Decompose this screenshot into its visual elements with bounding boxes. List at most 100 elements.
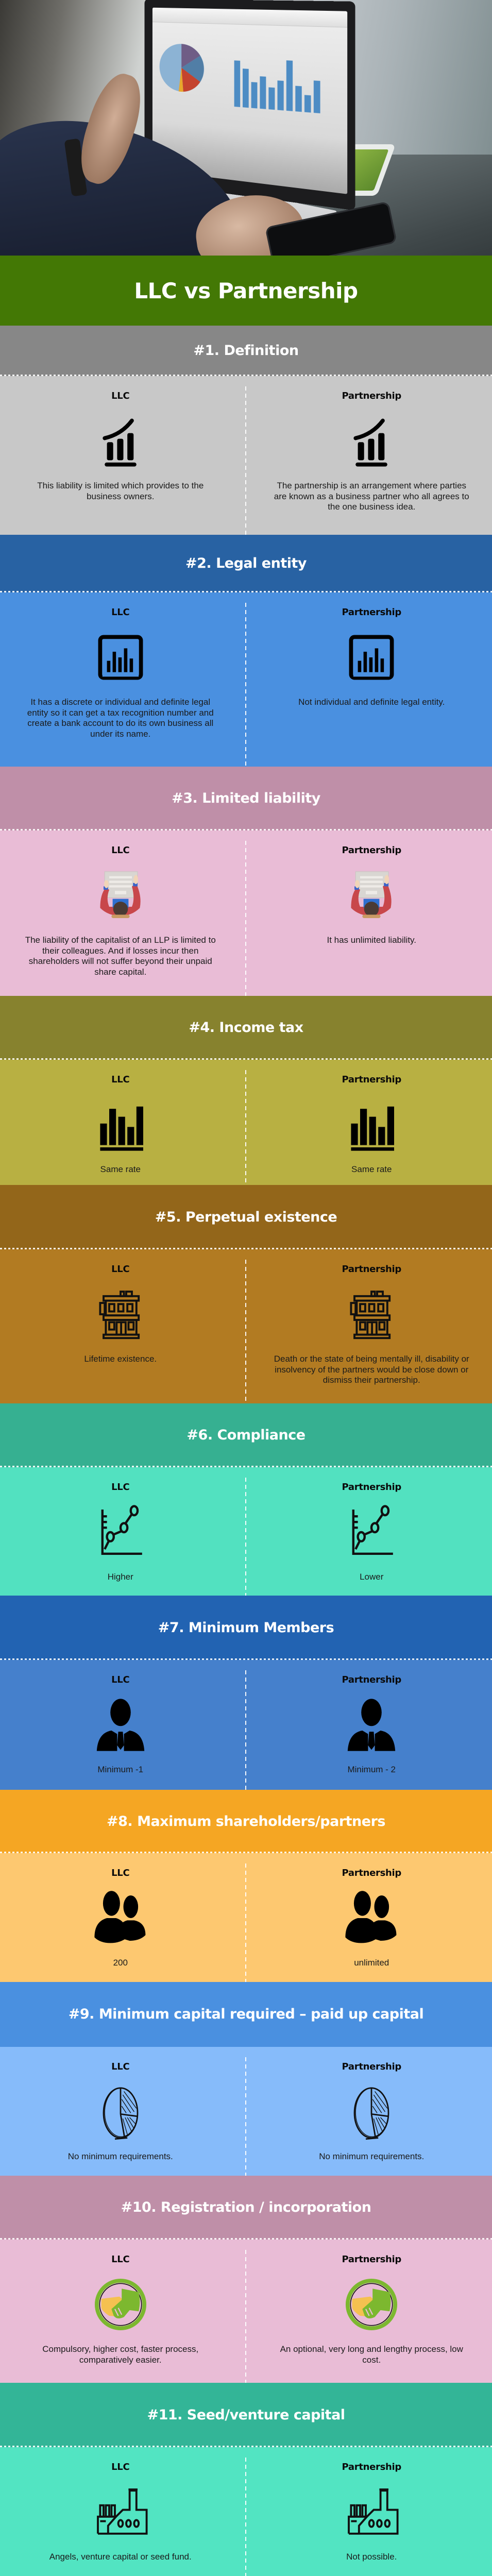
partnership-description: Minimum - 2 (347, 1765, 396, 1774)
column-label: Partnership (342, 391, 402, 401)
partnership-description: An optional, very long and lengthy proce… (280, 2344, 463, 2365)
person-at-desk-icon (92, 867, 149, 924)
section-header: #11. Seed/venture capital (0, 2383, 492, 2447)
partnership-description: Lower (360, 1572, 384, 1582)
partnership-description: The partnership is an arrangement where … (274, 481, 469, 512)
section-body: LLC Compulsory, higher cost, faster proce… (0, 2240, 492, 2383)
partnership-description: It has unlimited liability. (327, 935, 417, 945)
bar-graph-icon (343, 1096, 400, 1153)
partnership-column: Partnership It has unlimited liability. (246, 831, 492, 996)
partnership-description: Not possible. (346, 2552, 397, 2562)
llc-description: The liability of the capitalist of an LL… (25, 935, 216, 977)
growth-chart-icon (343, 413, 400, 469)
section-heading: #1. Definition (193, 343, 299, 359)
llc-description: Compulsory, higher cost, faster process,… (42, 2344, 199, 2365)
llc-description: 200 (113, 1958, 128, 1968)
line-graph-icon (92, 1504, 149, 1561)
llc-column: LLC 200 (0, 1853, 246, 1982)
column-label: Partnership (342, 2254, 402, 2265)
section-header: #3. Limited liability (0, 767, 492, 831)
building-icon (92, 1286, 149, 1343)
partnership-description: Not individual and definite legal entity… (298, 697, 445, 707)
partnership-description: Death or the state of being mentally ill… (274, 1354, 469, 1385)
llc-description: Same rate (100, 1164, 141, 1174)
section-body: LLC The liability of the capitalist of an… (0, 831, 492, 996)
handshake-icon (343, 2276, 400, 2333)
line-graph-icon (343, 1504, 400, 1561)
two-people-icon (343, 1890, 400, 1946)
title-bar: LLC vs Partnership (0, 256, 492, 326)
bar-chart-frame-icon (343, 629, 400, 686)
section-heading: #5. Perpetual existence (155, 1209, 337, 1225)
section-header: #9. Minimum capital required – paid up c… (0, 1982, 492, 2047)
column-label: Partnership (342, 1868, 402, 1878)
two-people-icon (92, 1890, 149, 1946)
llc-column: LLC Higher (0, 1467, 246, 1596)
column-label: LLC (111, 845, 130, 856)
businessman-icon (343, 1697, 400, 1753)
llc-description: Lifetime existence. (84, 1354, 157, 1364)
llc-description: Higher (107, 1572, 133, 1582)
llc-column: LLC Lifetime existence. (0, 1249, 246, 1403)
section-heading: #11. Seed/venture capital (147, 2406, 345, 2423)
llc-column: LLC Compulsory, higher cost, faster proce… (0, 2240, 246, 2383)
laptop-screen (144, 0, 355, 211)
section-heading: #3. Limited liability (172, 790, 320, 807)
column-label: LLC (111, 391, 130, 401)
column-label: Partnership (342, 2462, 402, 2472)
pie-sketch-icon (343, 2083, 400, 2140)
section-heading: #6. Compliance (186, 1427, 306, 1444)
section-header: #2. Legal entity (0, 535, 492, 592)
handshake-icon (92, 2276, 149, 2333)
factory-icon (92, 2484, 149, 2540)
column-label: LLC (111, 1868, 130, 1878)
column-label: LLC (111, 1264, 130, 1275)
column-label: Partnership (342, 1482, 402, 1493)
partnership-column: Partnership An optional, very long and le… (246, 2240, 492, 2383)
page-title: LLC vs Partnership (134, 278, 358, 303)
section-heading: #4. Income tax (189, 1020, 303, 1036)
pie-sketch-icon (92, 2083, 149, 2140)
section-header: #6. Compliance (0, 1403, 492, 1467)
column-label: Partnership (342, 1674, 402, 1685)
column-label: Partnership (342, 1074, 402, 1085)
growth-chart-icon (92, 413, 149, 469)
section-header: #8. Maximum shareholders/partners (0, 1790, 492, 1853)
llc-column: LLC The liability of the capitalist of an… (0, 831, 246, 996)
screen-charts-icon (159, 43, 320, 113)
bar-chart-frame-icon (92, 629, 149, 686)
section-header: #7. Minimum Members (0, 1596, 492, 1660)
hero-image (0, 0, 492, 256)
section-body: LLC Angels, venture capital or seed fund.… (0, 2447, 492, 2576)
column-label: Partnership (342, 2061, 402, 2072)
column-label: Partnership (342, 845, 402, 856)
llc-description: Angels, venture capital or seed fund. (49, 2552, 192, 2562)
column-label: LLC (111, 2254, 130, 2265)
person-at-desk-icon (343, 867, 400, 924)
section-heading: #10. Registration / incorporation (121, 2199, 371, 2216)
column-label: LLC (111, 1674, 130, 1685)
section-heading: #8. Maximum shareholders/partners (107, 1813, 385, 1829)
building-icon (343, 1286, 400, 1343)
factory-icon (343, 2484, 400, 2540)
column-label: LLC (111, 1482, 130, 1493)
column-label: LLC (111, 2462, 130, 2472)
